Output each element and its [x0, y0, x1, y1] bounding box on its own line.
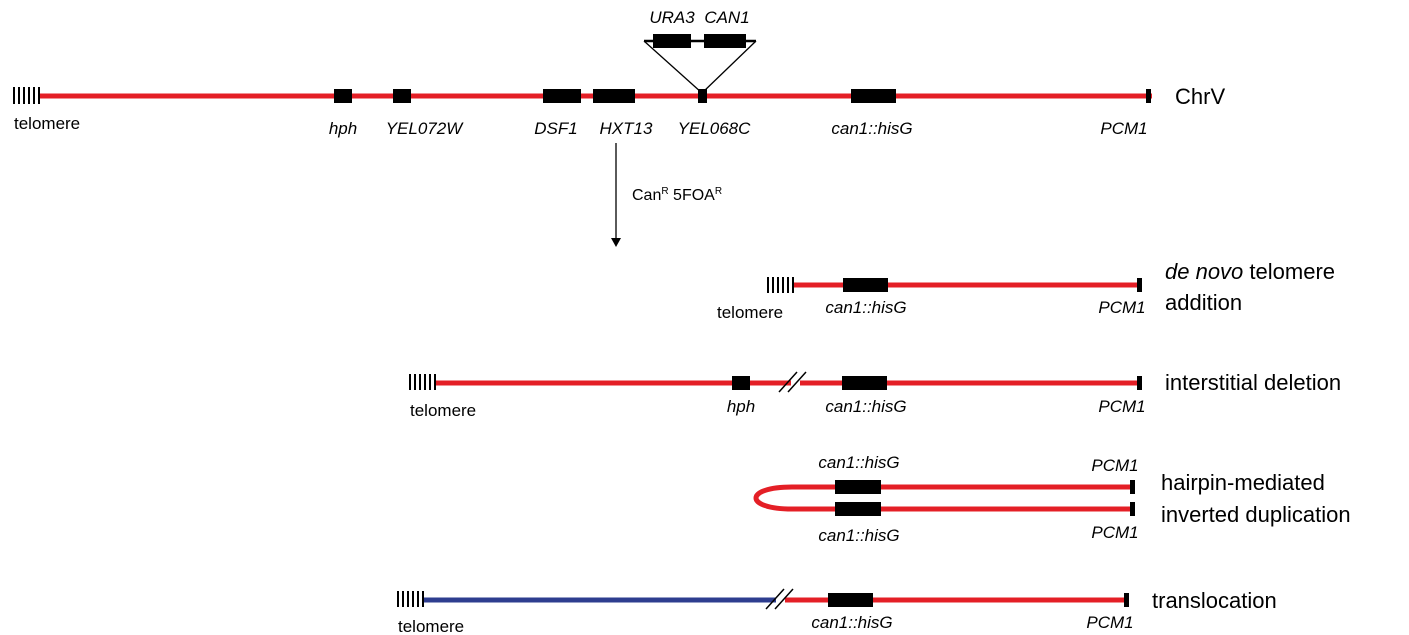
gene-can1-hisg-bottom — [835, 502, 881, 516]
title-translocation: translocation — [1152, 588, 1277, 613]
label-hph: hph — [727, 397, 755, 416]
gene-ura3 — [653, 34, 691, 48]
label-pcm1-top: PCM1 — [1091, 456, 1138, 475]
label-can1-hisg: can1::hisG — [825, 298, 906, 317]
hairpin-chromosome — [753, 484, 1135, 512]
label-hph: hph — [329, 119, 357, 138]
gene-can1-hisg — [851, 89, 896, 103]
title-hairpin-line2: inverted duplication — [1161, 502, 1351, 527]
label-can1-hisg: can1::hisG — [811, 613, 892, 632]
label-chrv: ChrV — [1175, 84, 1225, 109]
label-yel068c: YEL068C — [678, 119, 751, 138]
label-yel072w: YEL072W — [386, 119, 464, 138]
title-de-novo: de novo telomere — [1165, 259, 1335, 284]
label-can1-hisg-top: can1::hisG — [818, 453, 899, 472]
gene-pcm1 — [1137, 376, 1142, 390]
gene-pcm1-top — [1130, 480, 1135, 494]
gene-can1-hisg — [843, 278, 888, 292]
label-pcm1-bottom: PCM1 — [1091, 523, 1138, 542]
label-telomere: telomere — [14, 114, 80, 133]
gene-dsf1 — [543, 89, 581, 103]
label-pcm1: PCM1 — [1086, 613, 1133, 632]
label-telomere: telomere — [398, 617, 464, 635]
outcome-hairpin-inverted-duplication: can1::hisG can1::hisG PCM1 PCM1 hairpin-… — [753, 453, 1351, 545]
gene-hph — [732, 376, 750, 390]
label-telomere: telomere — [410, 401, 476, 420]
label-hxt13: HXT13 — [600, 119, 653, 138]
telomere-marker — [397, 591, 424, 607]
label-pcm1: PCM1 — [1098, 298, 1145, 317]
label-selection: CanR 5FOAR — [632, 186, 722, 204]
telomere-marker — [767, 277, 794, 293]
gene-pcm1 — [1137, 278, 1142, 292]
label-telomere: telomere — [717, 303, 783, 322]
gene-can1-hisg — [842, 376, 887, 390]
label-can1: CAN1 — [704, 8, 749, 27]
label-can1-hisg: can1::hisG — [831, 119, 912, 138]
outcome-de-novo-telomere-addition: telomere can1::hisG PCM1 de novo telomer… — [717, 259, 1335, 322]
label-can1-hisg: can1::hisG — [825, 397, 906, 416]
gene-pcm1-bottom — [1130, 502, 1135, 516]
outcome-translocation: telomere can1::hisG PCM1 translocation — [397, 588, 1277, 635]
gene-hxt13 — [593, 89, 635, 103]
break-mark — [778, 371, 807, 393]
title-interstitial-deletion: interstitial deletion — [1165, 370, 1341, 395]
outcome-interstitial-deletion: telomere hph can1::hisG PCM1 interstitia… — [409, 370, 1341, 420]
gene-yel068c — [698, 89, 707, 103]
parental-chromosome: URA3 CAN1 telomere hph YEL072W DSF1 HXT1… — [13, 8, 1225, 138]
title-de-novo-line2: addition — [1165, 290, 1242, 315]
label-can1-hisg-bottom: can1::hisG — [818, 526, 899, 545]
gene-pcm1 — [1146, 89, 1151, 103]
label-dsf1: DSF1 — [534, 119, 577, 138]
telomere-marker — [13, 87, 40, 104]
label-ura3: URA3 — [649, 8, 695, 27]
label-pcm1: PCM1 — [1098, 397, 1145, 416]
gene-can1-hisg-top — [835, 480, 881, 494]
gene-hph — [334, 89, 352, 103]
gene-can1-hisg — [828, 593, 873, 607]
gene-yel072w — [393, 89, 411, 103]
ura3-can1-insert — [643, 34, 757, 94]
telomere-marker — [409, 374, 436, 390]
break-mark — [765, 588, 794, 610]
gene-pcm1 — [1124, 593, 1129, 607]
gene-can1 — [704, 34, 746, 48]
label-pcm1: PCM1 — [1100, 119, 1147, 138]
selection-arrow: CanR 5FOAR — [611, 143, 722, 247]
title-hairpin-line1: hairpin-mediated — [1161, 470, 1325, 495]
